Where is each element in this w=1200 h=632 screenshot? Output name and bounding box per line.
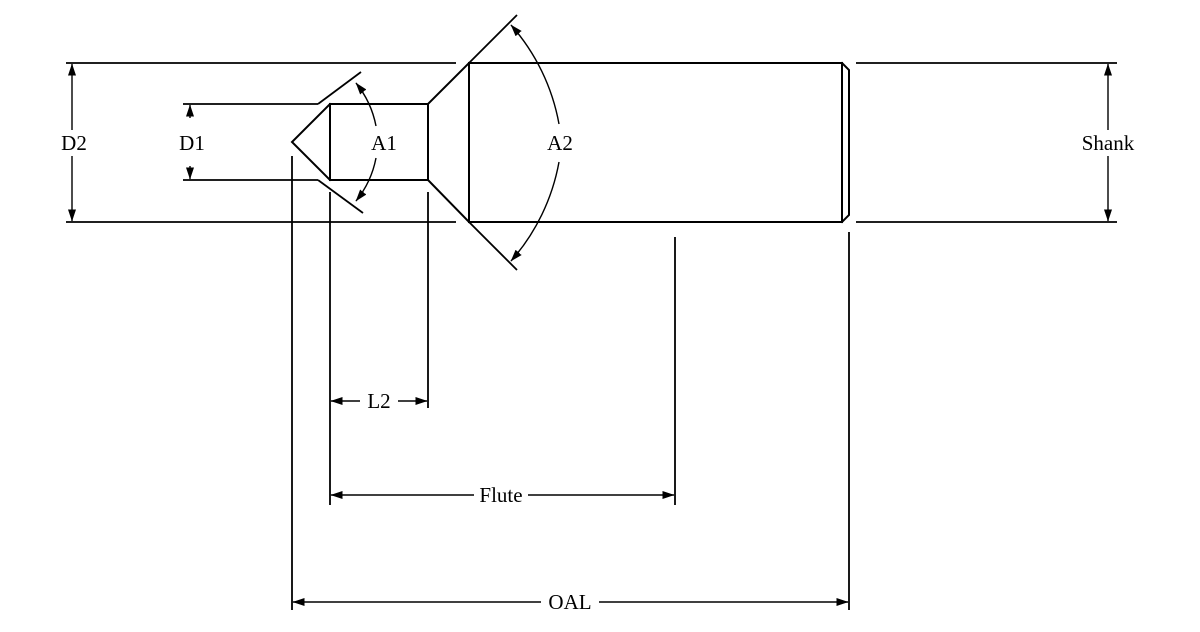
flute-dimension: Flute [330,237,676,507]
shank-label-bg [1074,130,1142,156]
d1-label: D1 [179,131,205,155]
d2-dimension: D2 [50,62,456,223]
a1-ext-upper [317,71,362,105]
d2-label-bg [50,130,96,156]
a2-dimension: A2 [468,14,573,271]
l2-dimension: L2 [329,192,429,505]
a2-label: A2 [547,131,573,155]
cone-top-edge [426,61,471,106]
shank-dimension: Shank [856,62,1142,223]
a1-dimension: A1 [317,71,397,214]
a1-arc-lower [355,157,377,202]
a2-arc-upper [510,24,560,125]
d1-dimension: D1 [179,103,318,181]
a2-arc-lower [510,161,560,262]
shank-label: Shank [1082,131,1135,155]
oal-label: OAL [548,590,591,614]
a2-ext-lower [468,221,518,271]
flute-label: Flute [479,483,522,507]
pilot-tip [290,102,332,182]
oal-dimension: OAL [291,156,850,614]
shank-chamfer-end [840,61,850,224]
d2-label: D2 [61,131,87,155]
cone-bottom-edge [426,178,471,224]
a1-arc-upper [355,82,377,127]
l2-label: L2 [367,389,390,413]
a2-ext-upper [468,14,518,64]
a1-ext-lower [317,179,364,214]
tool-outline [290,61,850,224]
a1-label: A1 [371,131,397,155]
